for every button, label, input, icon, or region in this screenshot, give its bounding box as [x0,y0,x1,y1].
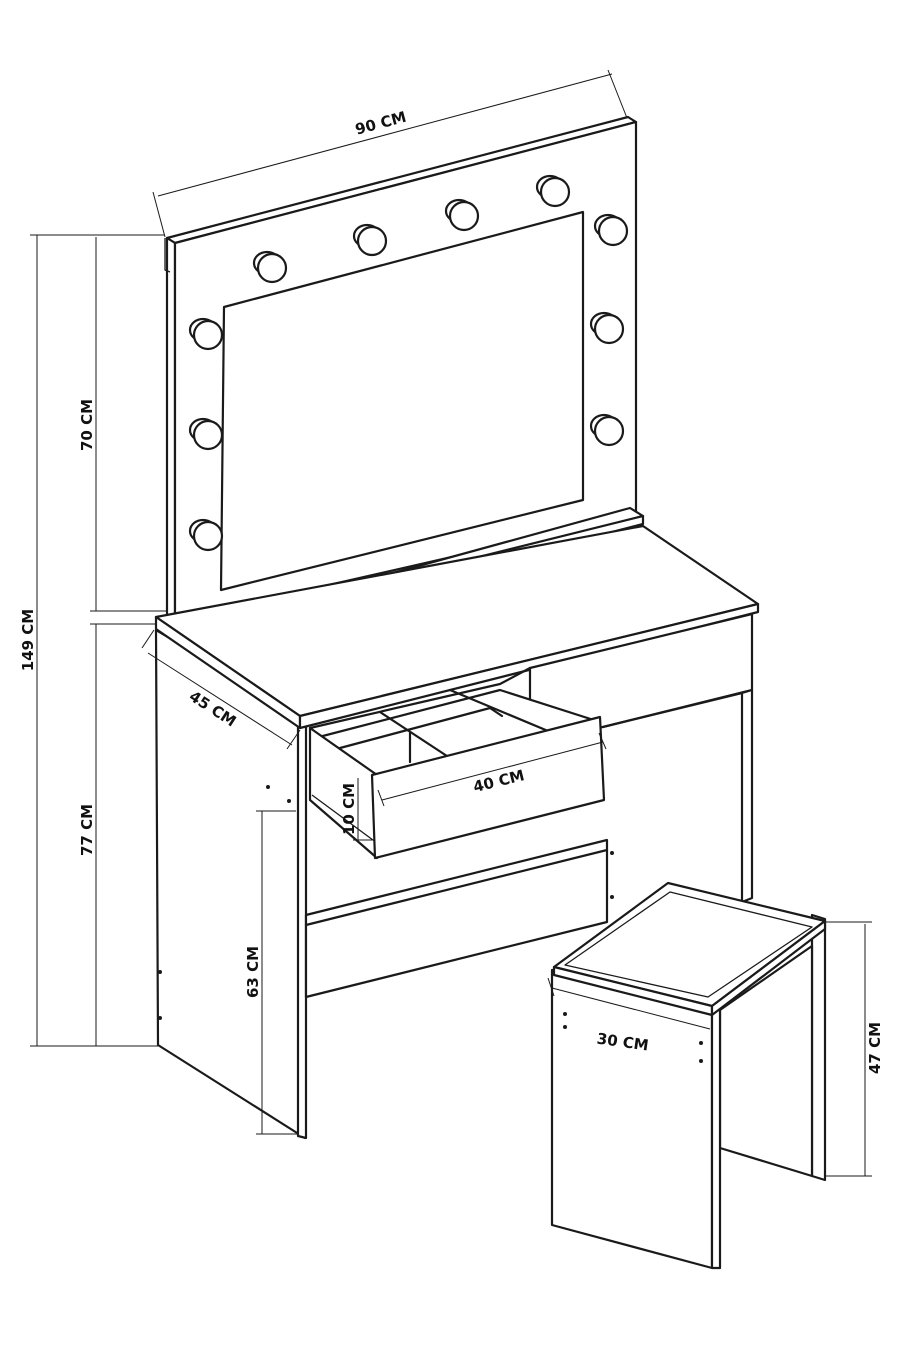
light-bulbs [188,174,629,552]
bulb-icon [188,417,224,451]
stool-height-label: 47 CM [866,1022,884,1074]
mirror-height-label: 70 CM [78,399,96,451]
bulb-icon [252,250,288,284]
bulb-icon [188,518,224,552]
knee-clearance-label: 63 CM [244,946,262,998]
dimension-lines [30,69,872,1177]
total-height-label: 149 CM [19,609,37,671]
bulb-icon [589,311,625,345]
bulb-icon [589,413,625,447]
vanity-table [154,506,760,1140]
stool [550,881,827,1270]
drawer-height-label: 10 CM [340,783,358,835]
mirror-width-label: 90 CM [353,108,408,139]
bulb-icon [593,213,629,247]
bulb-icon [352,223,388,257]
bulb-icon [535,174,571,208]
bulb-icon [444,198,480,232]
table-height-label: 77 CM [78,804,96,856]
mirror-glass [219,210,585,592]
bulb-icon [188,317,224,351]
